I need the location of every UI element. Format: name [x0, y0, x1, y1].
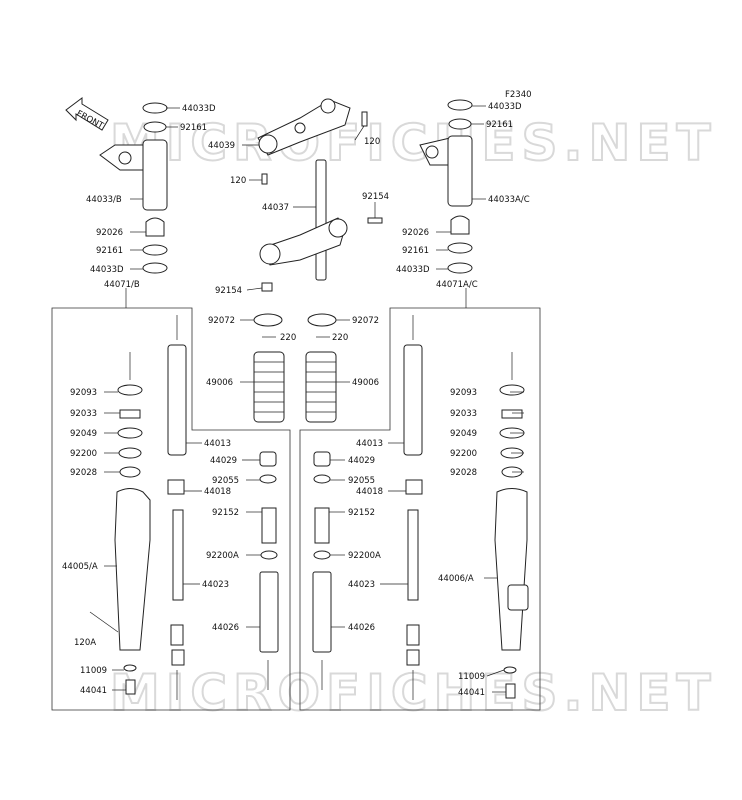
label-44018-right: 44018 [356, 487, 383, 497]
front-arrow-icon: FRONT [65, 97, 109, 132]
label-44013-left: 44013 [204, 439, 231, 449]
label-44033d-top-right: 44033D [488, 102, 522, 112]
left-fork-box [51, 307, 291, 711]
label-92161-left: 92161 [96, 246, 123, 256]
label-44018-left: 44018 [204, 487, 231, 497]
fork-boot-left [253, 351, 285, 423]
label-44026-right: 44026 [348, 623, 375, 633]
label-92093-left: 92093 [70, 388, 97, 398]
steering-stem-group [257, 98, 383, 292]
label-120-mid: 120 [230, 176, 246, 186]
label-44006a: 44006/A [438, 574, 474, 584]
label-92161-right: 92161 [402, 246, 429, 256]
label-92026-right: 92026 [402, 228, 429, 238]
fork-boot-right [305, 351, 337, 423]
label-120a: 120A [74, 638, 96, 648]
label-92072-right: 92072 [352, 316, 379, 326]
label-220-right: 220 [332, 333, 348, 343]
label-44033d-right: 44033D [396, 265, 430, 275]
label-92028-left: 92028 [70, 468, 97, 478]
label-44071ac: 44071A/C [436, 280, 478, 290]
right-fork-box [299, 307, 541, 711]
label-49006-left: 49006 [206, 378, 233, 388]
label-92154-right: 92154 [362, 192, 389, 202]
label-44029-left: 44029 [210, 456, 237, 466]
left-upper-tube-group [99, 102, 168, 274]
label-44041-left: 44041 [80, 686, 107, 696]
leader-lines [104, 105, 524, 693]
label-92154-bottom: 92154 [215, 286, 242, 296]
label-44033ac: 44033A/C [488, 195, 530, 205]
label-92200a-right: 92200A [348, 551, 381, 561]
label-44071b: 44071/B [104, 280, 140, 290]
label-11009-left: 11009 [80, 666, 107, 676]
label-92033-left: 92033 [70, 409, 97, 419]
label-92161-top-left: 92161 [180, 123, 207, 133]
watermark-bottom: MICROFICHES.NET [110, 664, 717, 722]
label-120-top: 120 [364, 137, 380, 147]
left-fork-parts [89, 315, 279, 700]
label-92072-left: 92072 [208, 316, 235, 326]
figure-code: F2340 [505, 90, 532, 100]
label-44029-right: 44029 [348, 456, 375, 466]
label-92161-top-right: 92161 [486, 120, 513, 130]
label-11009-right: 11009 [458, 672, 485, 682]
label-92049-left: 92049 [70, 429, 97, 439]
label-92152-right: 92152 [348, 508, 375, 518]
label-92200a-left: 92200A [206, 551, 239, 561]
label-92055-right: 92055 [348, 476, 375, 486]
label-44033d-top-left: 44033D [182, 104, 216, 114]
boot-clamp-left [253, 313, 283, 338]
label-44013-right: 44013 [356, 439, 383, 449]
label-92049-right: 92049 [450, 429, 477, 439]
right-fork-parts [312, 315, 529, 700]
label-44033d-left: 44033D [90, 265, 124, 275]
label-44041-right: 44041 [458, 688, 485, 698]
label-44005a: 44005/A [62, 562, 98, 572]
label-44023-left: 44023 [202, 580, 229, 590]
label-92200-right: 92200 [450, 449, 477, 459]
watermark-top: MICROFICHES.NET [110, 114, 717, 172]
label-44023-right: 44023 [348, 580, 375, 590]
label-92055-left: 92055 [212, 476, 239, 486]
label-44033b: 44033/B [86, 195, 122, 205]
label-44026-left: 44026 [212, 623, 239, 633]
label-44039: 44039 [208, 141, 235, 151]
label-49006-right: 49006 [352, 378, 379, 388]
label-92200-left: 92200 [70, 449, 97, 459]
label-92033-right: 92033 [450, 409, 477, 419]
label-92026-left: 92026 [96, 228, 123, 238]
label-92093-right: 92093 [450, 388, 477, 398]
part-labels: 44033D 92161 44033/B 92026 92161 44033D … [62, 102, 530, 698]
label-92028-right: 92028 [450, 468, 477, 478]
label-220-left: 220 [280, 333, 296, 343]
label-44037: 44037 [262, 203, 289, 213]
label-92152-left: 92152 [212, 508, 239, 518]
